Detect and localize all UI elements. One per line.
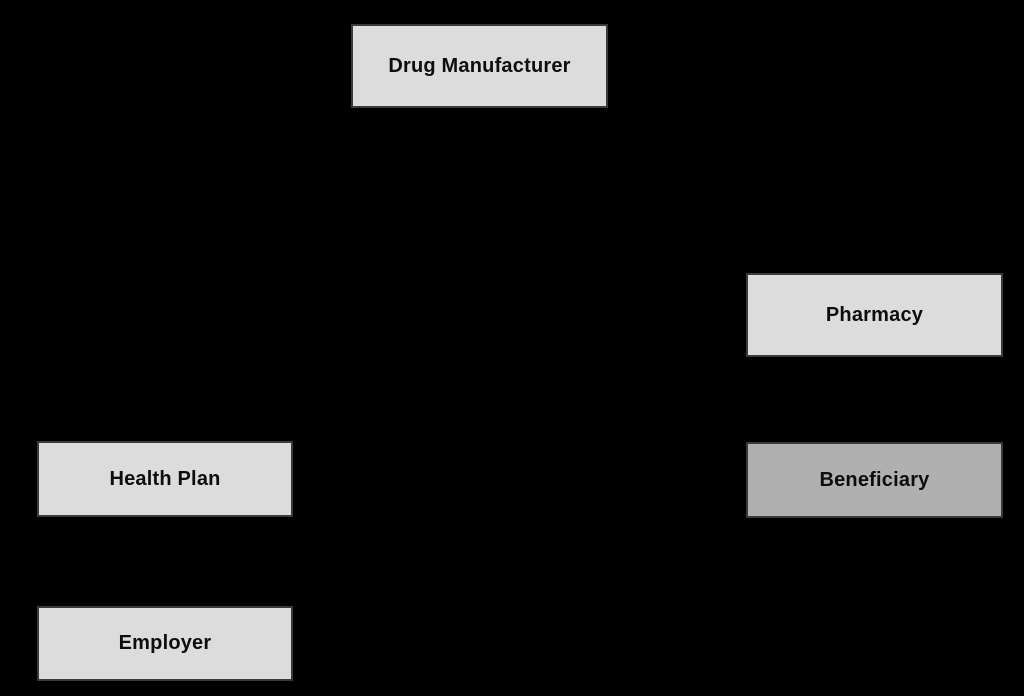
node-drug-manufacturer: Drug Manufacturer	[351, 24, 608, 108]
node-beneficiary: Beneficiary	[746, 442, 1003, 518]
node-employer-label: Employer	[118, 632, 212, 654]
node-health-plan-label: Health Plan	[109, 467, 221, 490]
node-beneficiary-label: Beneficiary	[819, 468, 930, 491]
node-pharmacy-label: Pharmacy	[825, 303, 924, 326]
node-employer: Employer	[37, 606, 293, 681]
node-drug-manufacturer-label: Drug Manufacturer	[388, 54, 571, 77]
node-pharmacy: Pharmacy	[746, 273, 1003, 357]
node-health-plan: Health Plan	[37, 441, 293, 517]
